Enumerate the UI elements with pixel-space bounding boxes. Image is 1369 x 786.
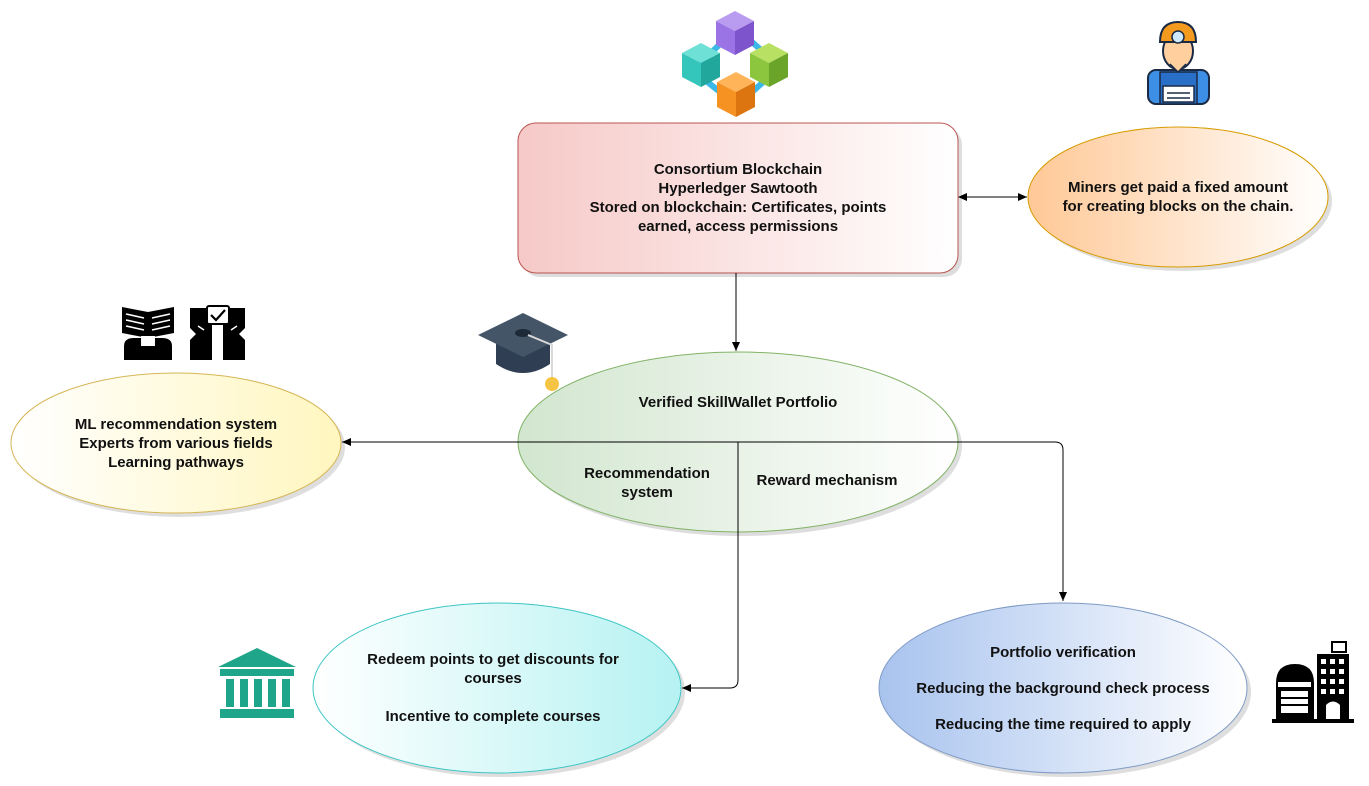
blockchain-line-3: Stored on blockchain: Certificates, poin… [589,199,887,216]
blockchain-cubes-icon [682,11,788,117]
recommendation-line-2: system [621,484,673,501]
company-office-building-icon [1272,641,1354,723]
redeem-line-1: Redeem points to get discounts for [367,651,619,668]
miner-worker-icon [1147,20,1210,105]
verification-node [878,602,1248,774]
verification-line-1: Portfolio verification [990,643,1136,661]
blockchain-line-4: earned, access permissions [637,218,839,235]
redeem-line-3: Incentive to complete courses [385,708,601,725]
recommendation-line-1: Recommendation [584,465,710,482]
reward-label: Reward mechanism [756,471,898,489]
experts-discussion-icon [190,305,245,360]
ml-node [10,372,342,514]
verification-line-2: Reducing the background check process [916,679,1210,697]
blockchain-line-2: Hyperledger Sawtooth [658,180,818,197]
connector-portfolio-redeem [682,442,739,692]
open-book-reader-icon [122,307,174,360]
portfolio-title: Verified SkillWallet Portfolio [638,393,838,411]
verification-line-3: Reducing the time required to apply [935,715,1191,733]
redeem-label: Redeem points to get discounts for cours… [333,603,653,773]
connector-portfolio-verification [738,441,1067,601]
redeem-line-2: courses [464,670,522,687]
miners-line-1: Miners get paid a fixed amount [1067,179,1289,196]
institution-building-icon [218,648,296,718]
verification-label: Portfolio verification Reducing the back… [893,603,1233,773]
blockchain-line-1: Consortium Blockchain [653,161,823,178]
miners-node [1027,126,1329,268]
miners-label: Miners get paid a fixed amount for creat… [1028,127,1328,267]
redeem-node [312,602,682,774]
blockchain-label: Consortium Blockchain Hyperledger Sawtoo… [518,123,958,273]
miners-line-2: for creating blocks on the chain. [1062,198,1294,215]
recommendation-label: Recommendation system [570,463,724,503]
ml-line-3: Learning pathways [108,453,244,471]
ml-line-2: Experts from various fields [79,434,273,452]
ml-line-1: ML recommendation system [74,415,278,433]
ml-label: ML recommendation system Experts from va… [11,373,341,513]
graduation-cap-icon [478,313,568,391]
